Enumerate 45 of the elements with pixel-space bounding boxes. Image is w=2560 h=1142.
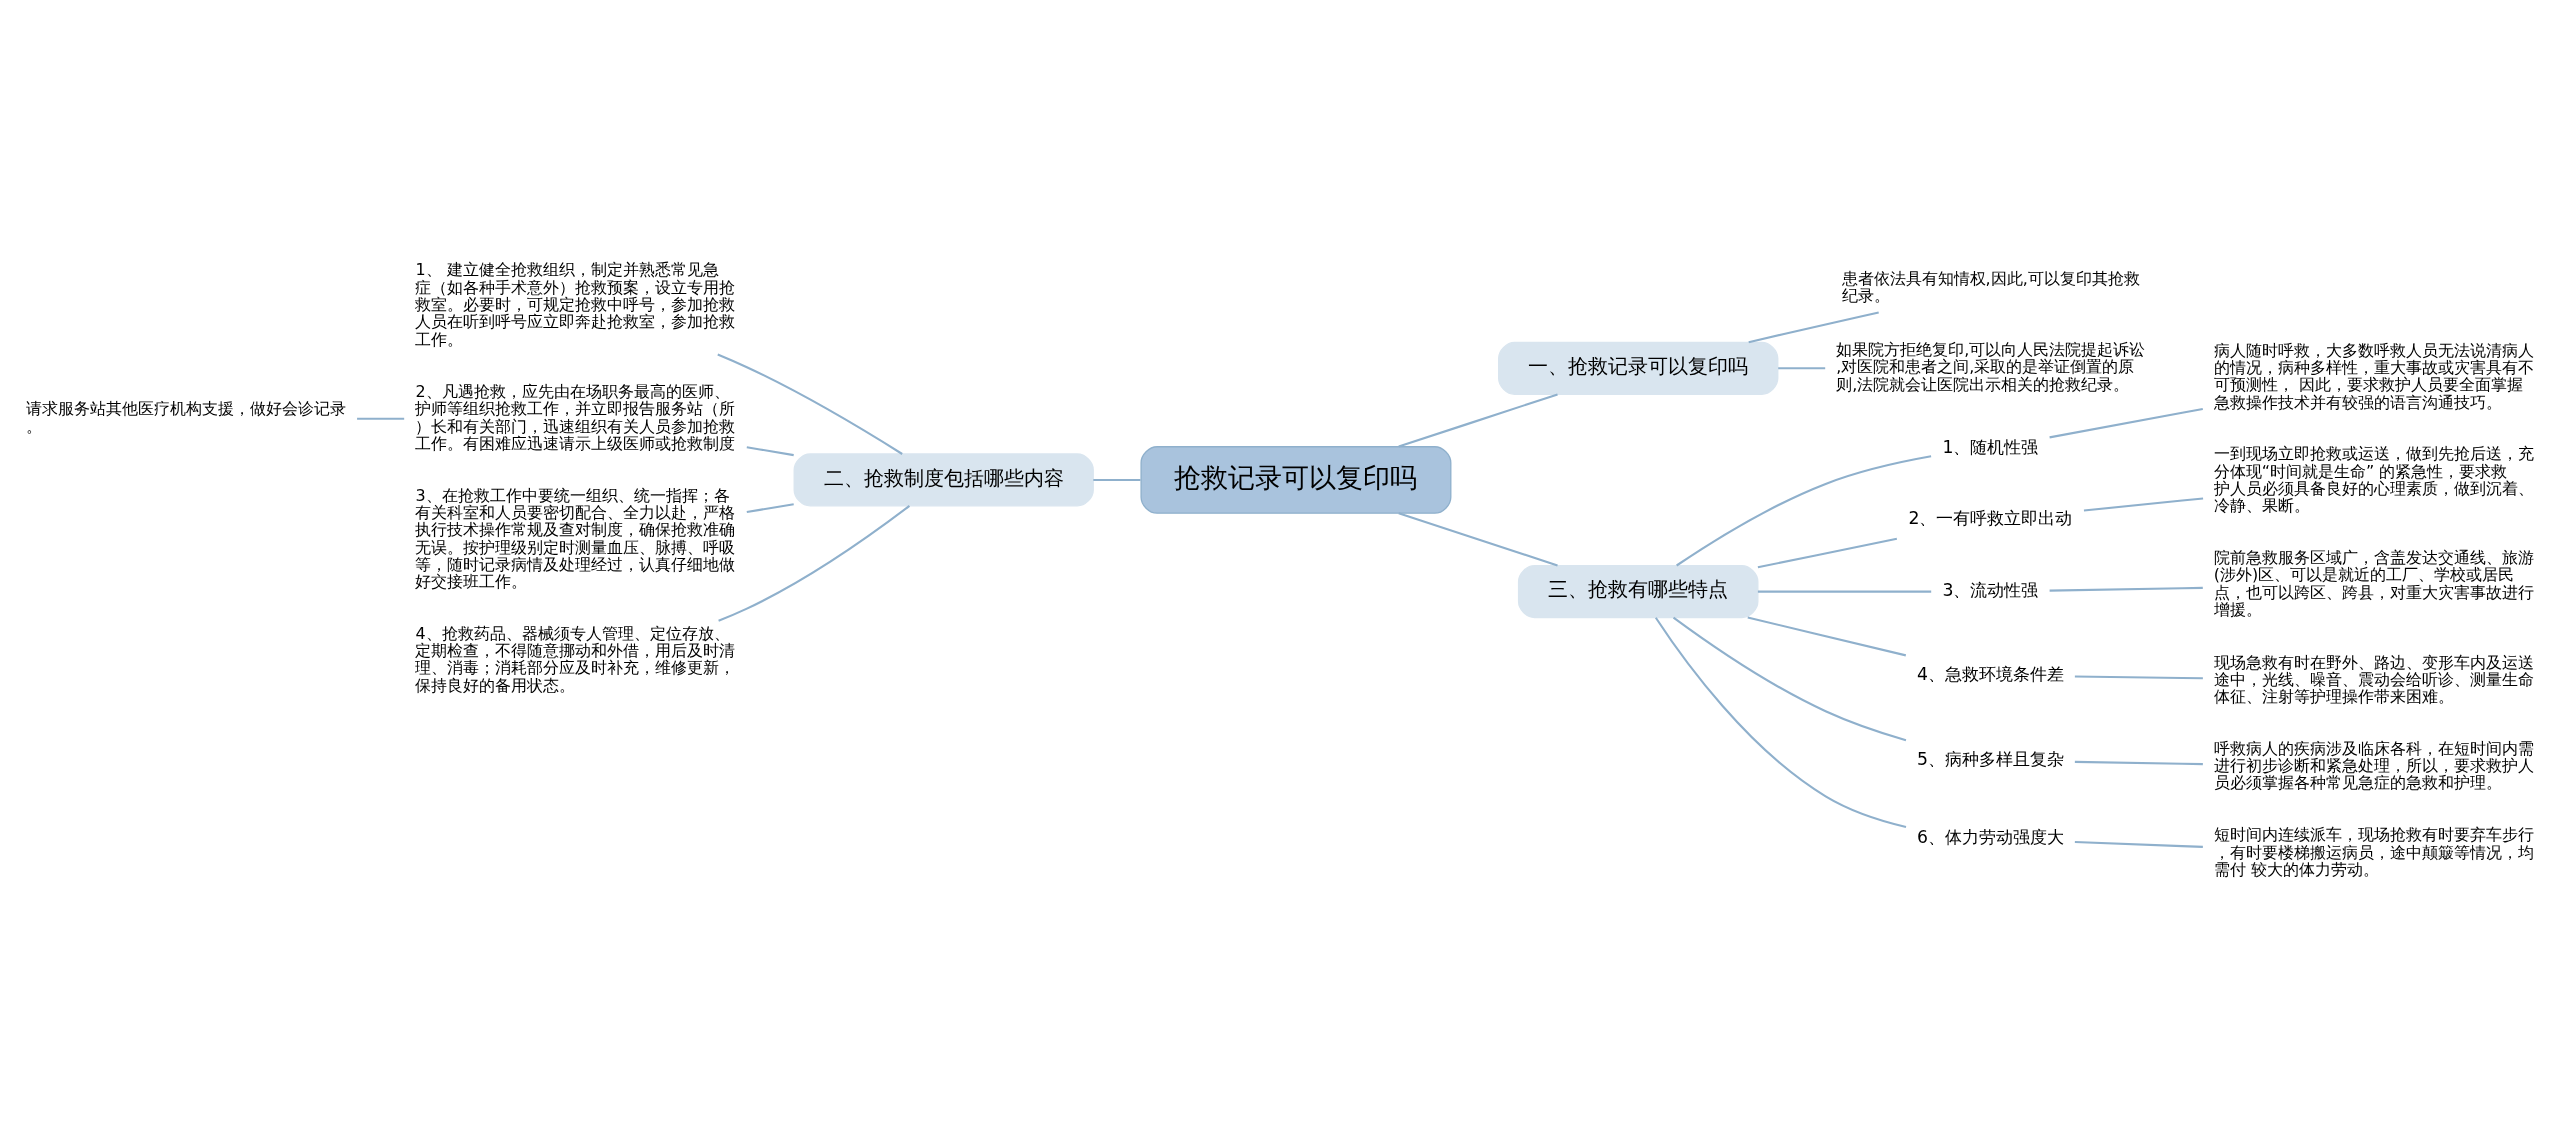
- connector: [1748, 311, 1879, 344]
- node-text: 1、 建立健全抢救组织，制定并熟悉常见急症（如各种手术意外）抢救预案，设立专用抢救室。必要时，可规定抢救中呼号，参加抢救人员在听到呼号应立即奔赴抢救室，参加抢救工作。: [415, 260, 736, 349]
- node-text: 院前急救服务区域广，含盖发达交通线、旅游(涉外)区、可以是就近的工厂、学校或居民点，也可以跨区、跨县，对重大灾害事故进行增援。: [2213, 548, 2534, 619]
- node-box: 一、抢救记录可以复印吗: [1498, 341, 1779, 395]
- connector: [2049, 407, 2203, 439]
- node-text: 3、在抢救工作中要统一组织、统一指挥；各有关科室和人员要密切配合、全力以赴，严格执行技术操作常规及查对制度，确保抢救准确无误。按护理级别定时测量血压、脉搏、呼吸等，随时记录病情及处理经过，认真仔细地做好交接班工作。: [415, 485, 736, 592]
- node-text: 如果院方拒绝复印,可以向人民法院提起诉讼,对医院和患者之间,采取的是举证倒置的原则,法院就会让医院出示相关的抢救纪录。: [1836, 340, 2146, 394]
- connector: [2074, 840, 2203, 848]
- node-text: 呼救病人的疾病涉及临床各科，在短时间内需进行初步诊断和紧急处理，所以，要求救护人员必须掌握各种常见急症的急救和护理。: [2213, 738, 2534, 793]
- node-text: 病人随时呼救，大多数呼救人员无法说清病人的情况，病种多样性，重大事故或灾害具有不可预测性， 因此，要求救护人员要全面掌握急救操作技术并有较强的语言沟通技巧。: [2213, 340, 2534, 412]
- node-box: 二、抢救制度包括哪些内容: [793, 453, 1094, 507]
- connector: [1093, 478, 1141, 481]
- connector: [2049, 586, 2203, 592]
- node-text: 一到现场立即抢救或运送，做到先抢后送，充分体现“时间就是生命” 的紧急性，要求救护人员必须具备良好的心理素质，做到沉着、冷静、果断。: [2213, 444, 2534, 516]
- connector: [746, 446, 794, 457]
- node-text: 4、抢救药品、器械须专人管理、定位存放、定期检查，不得随意挪动和外借，用后及时清理、消毒；消耗部分应及时补充，维修更新，保持良好的备用状态。: [415, 623, 736, 695]
- node-text: 现场急救有时在野外、路边、变形车内及运送途中，光线、噪音、震动会给听诊、测量生命体征、注射等护理操作带来困难。: [2213, 652, 2534, 707]
- connector: [1672, 616, 1907, 742]
- node-text: 患者依法具有知情权,因此,可以复印其抢救纪录。: [1841, 269, 2140, 306]
- node-text: 5、病种多样且复杂: [1916, 748, 2064, 769]
- connector: [1757, 590, 1932, 593]
- connector: [746, 503, 794, 513]
- node-text: 请求服务站其他医疗机构支援，做好会诊记录。: [25, 399, 346, 436]
- node-box: 抢救记录可以复印吗: [1140, 446, 1452, 514]
- node-text: 3、流动性强: [1942, 580, 2039, 601]
- connector: [357, 417, 405, 420]
- connector: [1676, 455, 1932, 567]
- node-text: 2、一有呼救立即出动: [1908, 508, 2073, 529]
- node-text: 2、凡遇抢救，应先由在场职务最高的医师、护师等组织抢救工作，并立即报告服务站（所）长和有关部门，迅速组织有关人员参加抢救工作。有困难应迅速请示上级医师或抢救制度: [415, 382, 736, 453]
- connector: [1398, 393, 1558, 448]
- connector: [717, 353, 903, 455]
- node-box: 三、抢救有哪些特点: [1517, 565, 1759, 619]
- connector: [2083, 497, 2204, 512]
- connector: [718, 505, 911, 622]
- node-text: 短时间内连续派车，现场抢救有时要弃车步行，有时要楼梯搬运病员，途中颠簸等情况，均需付 较大的体力劳动。: [2213, 825, 2534, 879]
- connector: [1757, 537, 1898, 569]
- connector: [1778, 367, 1826, 370]
- node-text: 1、随机性强: [1942, 436, 2039, 457]
- connector: [1398, 512, 1558, 567]
- node-text: 4、急救环境条件差: [1916, 663, 2064, 684]
- connector: [1747, 616, 1907, 657]
- connector: [2074, 675, 2203, 680]
- connector: [1654, 617, 1907, 828]
- node-text: 6、体力劳动强度大: [1916, 827, 2064, 848]
- connector: [2074, 760, 2203, 766]
